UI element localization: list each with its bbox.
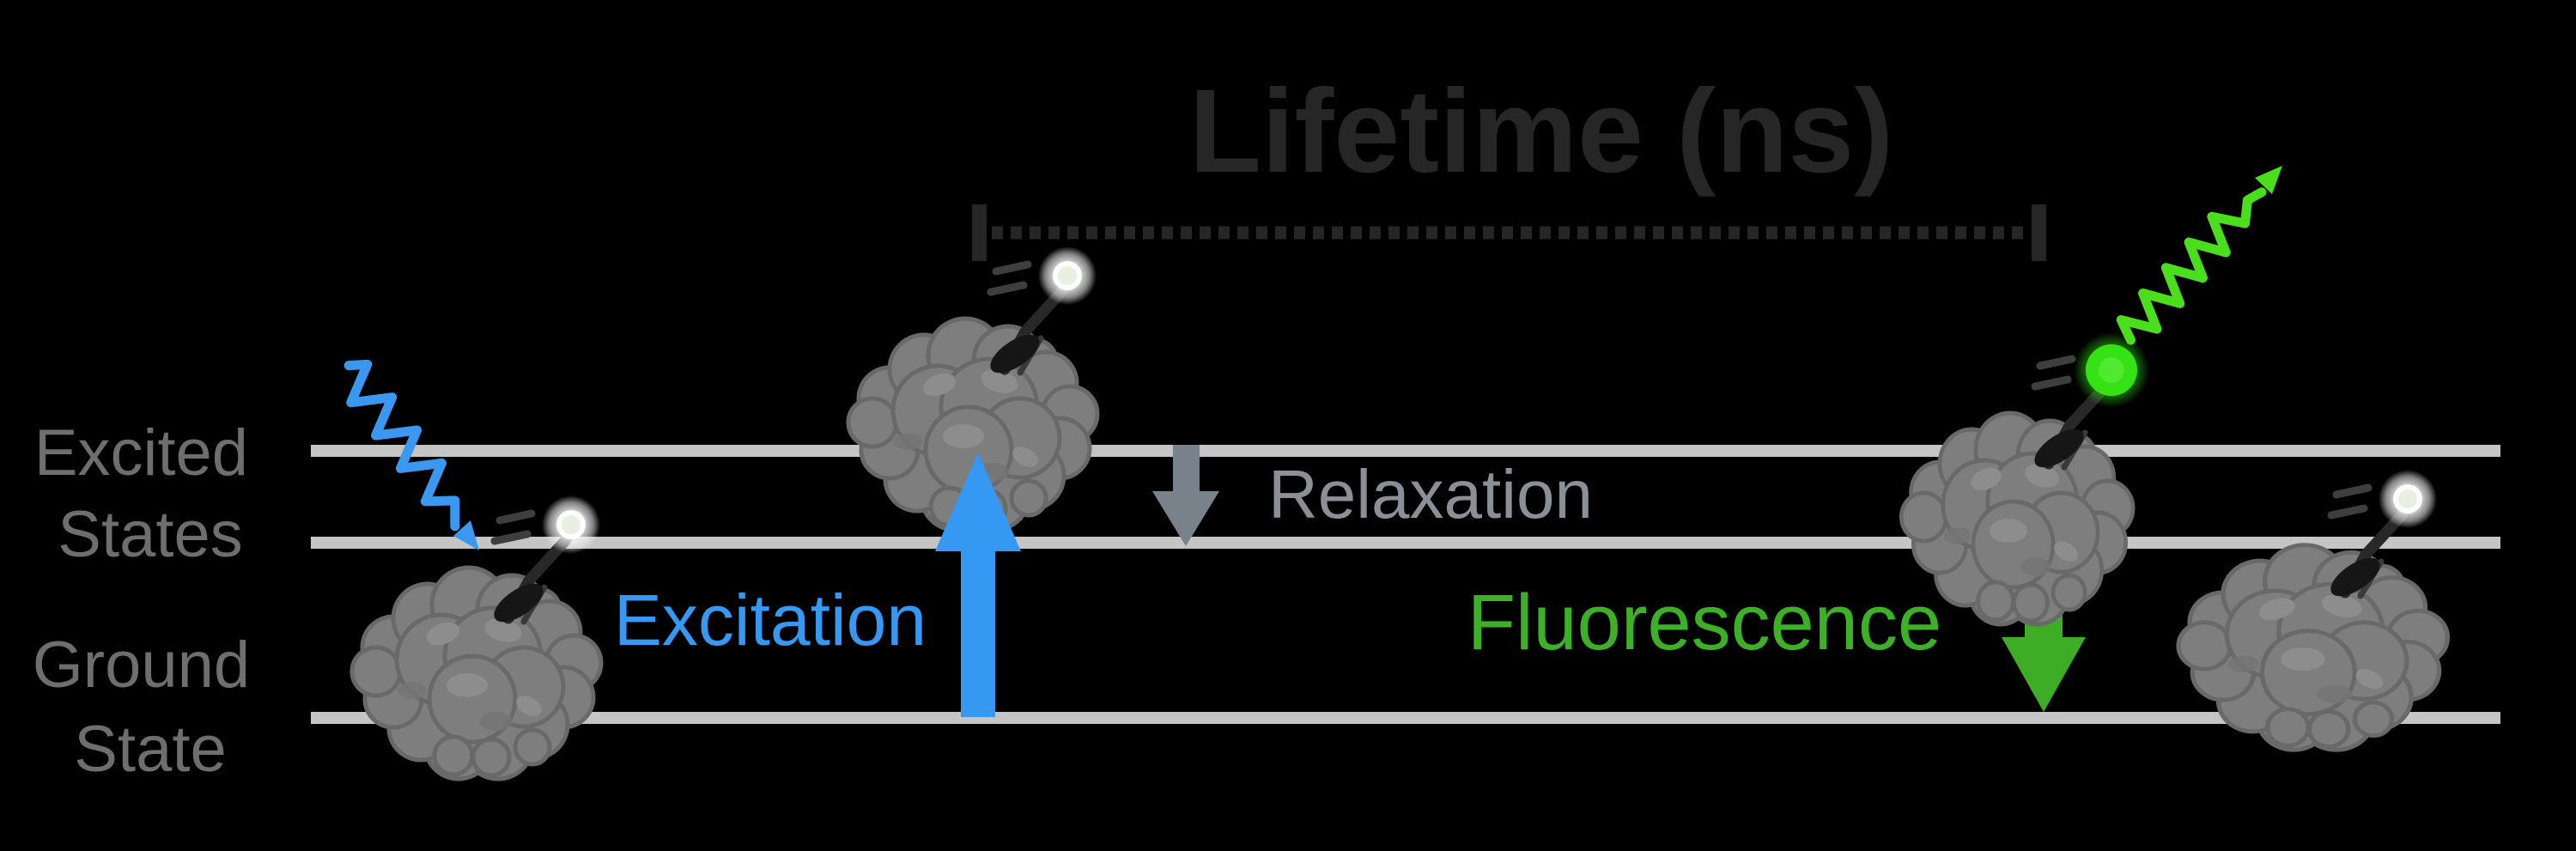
excited-states-label: Excited States [34,416,266,571]
page-title: Lifetime (ns) [1189,65,1893,198]
fluorescence-label: Fluorescence [1467,579,1941,666]
fluorophore-dark-icon [1038,246,1097,305]
excited-level-upper-line [311,445,2500,457]
ground-state-label: Ground State [33,629,269,786]
fluorophore-dark-icon [542,495,600,554]
bracket-right-cap [2032,204,2046,261]
excited-states-label-line1: Excited [34,416,248,489]
bracket-left-cap [972,204,987,261]
ground-state-label-line1: Ground [33,629,251,702]
ground-state-label-line2: State [74,713,226,786]
fluorophore-dark-icon [2379,470,2437,528]
fluorophore-excited-green-icon [2074,332,2149,408]
excitation-label: Excitation [614,580,927,660]
relaxation-arrow [1152,445,1219,546]
ground-level-line [311,712,2500,724]
excited-level-lower-line [311,537,2500,549]
protein-emitting [1901,332,2149,624]
excitation-photon-wave-icon [343,359,479,550]
lifetime-bracket [972,204,2046,261]
protein-excited-state [848,246,1097,530]
protein-ground-state-left [352,495,601,779]
emission-photon-wave-icon [2116,166,2282,345]
protein-ground-state-right [2178,470,2447,750]
excitation-arrow [935,453,1021,717]
excited-states-label-line2: States [58,498,242,571]
relaxation-label: Relaxation [1268,456,1593,532]
